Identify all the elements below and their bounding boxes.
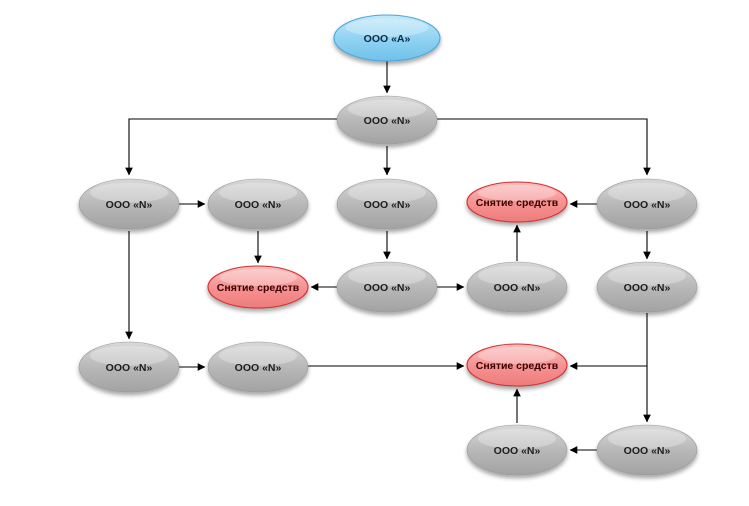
node-shape xyxy=(336,178,438,230)
node-gloss xyxy=(348,265,426,286)
connector-n_top-to-n_r1 xyxy=(437,118,651,176)
node-shape xyxy=(207,178,309,230)
node-label: ООО «N» xyxy=(364,199,411,211)
node-gloss xyxy=(219,182,297,203)
node-shape xyxy=(466,424,568,476)
company-node-n_c1[interactable]: ООО «N» xyxy=(336,178,438,230)
company-node-n_l2[interactable]: ООО «N» xyxy=(78,341,180,393)
node-label: Снятие средств xyxy=(476,197,559,209)
company-node-n_c2[interactable]: ООО «N» xyxy=(336,261,438,313)
company-node-n_l1b[interactable]: ООО «N» xyxy=(207,178,309,230)
node-label: ООО «N» xyxy=(624,199,671,211)
node-gloss xyxy=(345,18,429,37)
company-node-n_r1[interactable]: ООО «N» xyxy=(596,178,698,230)
company-node-n_top[interactable]: ООО «N» xyxy=(336,95,438,145)
node-shape xyxy=(207,265,309,309)
node-gloss xyxy=(348,182,426,203)
company-node-n_b2[interactable]: ООО «N» xyxy=(596,424,698,476)
company-node-n_l2b[interactable]: ООО «N» xyxy=(207,341,309,393)
node-label: ООО «N» xyxy=(106,362,153,374)
node-gloss xyxy=(608,182,686,203)
node-gloss xyxy=(219,345,297,366)
node-shape xyxy=(466,343,568,387)
nodes: ООО «A» ООО «N» ООО «N» ООО «N» ООО «N» ООО «… xyxy=(78,14,698,476)
node-shape xyxy=(596,261,698,313)
node-shape xyxy=(78,341,180,393)
company-node-n_c3[interactable]: ООО «N» xyxy=(466,261,568,313)
node-shape xyxy=(333,14,441,62)
node-gloss xyxy=(478,185,556,201)
node-gloss xyxy=(348,99,426,119)
node-shape xyxy=(596,178,698,230)
node-gloss xyxy=(90,345,168,366)
company-node-a[interactable]: ООО «A» xyxy=(333,14,441,62)
node-label: ООО «N» xyxy=(235,362,282,374)
node-shape xyxy=(78,178,180,230)
node-label: ООО «N» xyxy=(364,282,411,294)
node-label: ООО «N» xyxy=(494,282,541,294)
node-label: ООО «N» xyxy=(106,199,153,211)
node-label: Снятие средств xyxy=(217,282,300,294)
node-shape xyxy=(466,181,568,223)
node-shape xyxy=(466,261,568,313)
node-gloss xyxy=(478,428,556,449)
node-shape xyxy=(596,424,698,476)
node-gloss xyxy=(478,265,556,286)
company-node-n_b1[interactable]: ООО «N» xyxy=(466,424,568,476)
company-node-n_l1[interactable]: ООО «N» xyxy=(78,178,180,230)
node-label: ООО «N» xyxy=(624,282,671,294)
node-gloss xyxy=(219,269,297,286)
node-gloss xyxy=(608,428,686,449)
node-shape xyxy=(207,341,309,393)
node-label: Снятие средств xyxy=(476,360,559,372)
node-label: ООО «N» xyxy=(364,115,411,127)
company-node-n_r2[interactable]: ООО «N» xyxy=(596,261,698,313)
node-shape xyxy=(336,261,438,313)
withdrawal-node-w_top[interactable]: Снятие средств xyxy=(466,181,568,223)
node-gloss xyxy=(608,265,686,286)
connector-n_r2-to-w_bot xyxy=(569,313,648,370)
node-gloss xyxy=(90,182,168,203)
node-label: ООО «N» xyxy=(624,445,671,457)
node-shape xyxy=(336,95,438,145)
node-label: ООО «A» xyxy=(364,33,411,45)
connector-n_top-to-n_l1 xyxy=(125,118,339,176)
withdrawal-node-w_mid[interactable]: Снятие средств xyxy=(207,265,309,309)
connectors xyxy=(125,61,651,454)
withdrawal-node-w_bot[interactable]: Снятие средств xyxy=(466,343,568,387)
node-label: ООО «N» xyxy=(235,199,282,211)
node-gloss xyxy=(478,347,556,364)
node-label: ООО «N» xyxy=(494,445,541,457)
